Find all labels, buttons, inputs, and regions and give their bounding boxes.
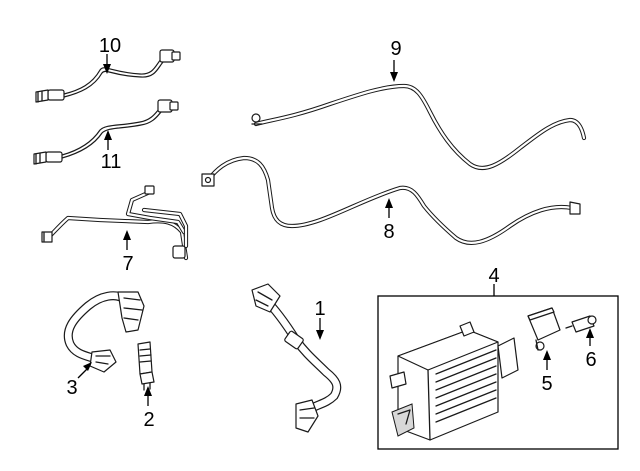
part-9-line[interactable] bbox=[251, 83, 587, 171]
leader-7 bbox=[123, 230, 131, 250]
part-11-oxygen-sensor[interactable] bbox=[33, 99, 179, 165]
part-8-line[interactable] bbox=[201, 155, 581, 245]
leader-11 bbox=[104, 130, 112, 150]
part-1-vent-hose[interactable] bbox=[251, 283, 342, 433]
part-7-egr-tube[interactable] bbox=[41, 185, 189, 261]
leader-3 bbox=[77, 362, 92, 379]
part-6-connector[interactable] bbox=[565, 315, 597, 333]
callout-6: 6 bbox=[585, 349, 596, 371]
part-4-canister-box bbox=[377, 295, 619, 450]
part-4-charcoal-canister[interactable] bbox=[389, 321, 519, 441]
callout-1: 1 bbox=[314, 298, 325, 320]
callout-10: 10 bbox=[99, 35, 121, 57]
leader-8 bbox=[385, 198, 393, 218]
part-2-sensor[interactable] bbox=[137, 341, 155, 391]
callout-2: 2 bbox=[143, 409, 154, 431]
leader-2 bbox=[144, 386, 152, 406]
leader-5 bbox=[543, 350, 551, 370]
leader-6 bbox=[586, 328, 594, 346]
leader-9 bbox=[390, 60, 398, 82]
part-10-oxygen-sensor[interactable] bbox=[35, 49, 181, 103]
callout-7: 7 bbox=[122, 253, 133, 275]
callout-11: 11 bbox=[101, 151, 122, 173]
leader-10 bbox=[103, 54, 111, 74]
leader-1 bbox=[316, 318, 324, 340]
part-3-hose[interactable] bbox=[63, 291, 145, 373]
callout-5: 5 bbox=[541, 373, 552, 395]
part-5-valve[interactable] bbox=[527, 307, 561, 351]
callout-8: 8 bbox=[383, 221, 394, 243]
callout-3: 3 bbox=[66, 377, 77, 399]
callout-9: 9 bbox=[390, 38, 401, 60]
callout-4: 4 bbox=[488, 265, 499, 287]
